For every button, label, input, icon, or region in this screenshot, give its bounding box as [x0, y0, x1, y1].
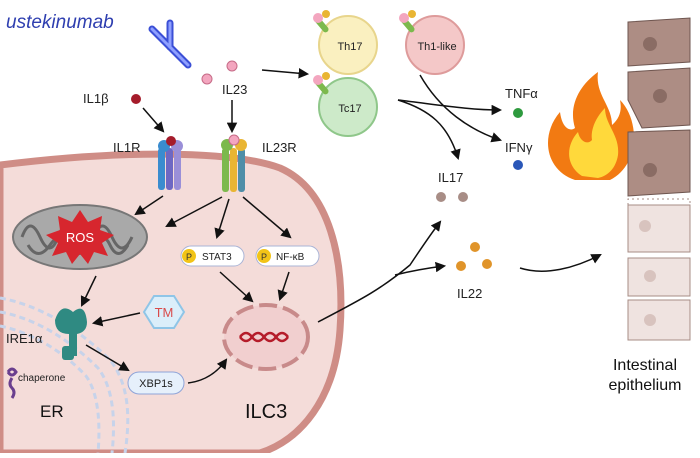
arrow-il23-tcells [261, 68, 310, 79]
chaperone-icon [6, 367, 18, 399]
ifng-label: IFNγ [505, 140, 533, 155]
stat3-pill: P STAT3 [180, 245, 245, 267]
th1like-cell: Th1-like [399, 10, 465, 75]
arrow-nucleus-il17 [317, 220, 442, 323]
il22-dot [456, 261, 466, 271]
il1b-dot [131, 94, 141, 104]
arrow-ros-ire1a [80, 275, 97, 307]
il23r-receptor [221, 134, 247, 192]
tm-hexagon: TM [142, 295, 186, 329]
arrow-nfkb-nucleus [277, 271, 290, 301]
il17-dot [436, 192, 446, 202]
nucleus [222, 303, 310, 371]
chaperone-label: chaperone [18, 373, 66, 384]
arrow-xbp1s-nucleus [187, 358, 228, 384]
il17-dot [458, 192, 468, 202]
arrow-il23r-stat3 [214, 198, 230, 240]
il22-label: IL22 [457, 286, 482, 301]
il22-dot [470, 242, 480, 252]
ros-burst [46, 210, 114, 264]
arrow-ire1a-xbp1s [85, 344, 130, 372]
xbp1s-label: XBP1s [139, 378, 173, 390]
arrow-il1b-il1r [142, 107, 165, 133]
th17-label: Th17 [337, 41, 362, 53]
stat3-label: STAT3 [202, 252, 232, 263]
antibody-icon [148, 19, 192, 69]
ifng-dot [513, 160, 523, 170]
tnfa-dot [513, 108, 523, 118]
il1r-label: IL1R [113, 140, 140, 155]
arrow-nucleus-il22 [394, 261, 447, 276]
il23-label: IL23 [222, 82, 247, 97]
arrow-stat3-nucleus [219, 271, 254, 303]
th1like-label: Th1-like [417, 41, 456, 53]
arrow-tcells-il17 [397, 99, 461, 161]
arrow-tm-ire1a [91, 312, 141, 327]
epithelium-column [627, 17, 691, 341]
arrow-tcells-tnfa [397, 99, 503, 116]
arrow-cytokines-epithelium [519, 254, 602, 272]
nfkb-label: NF-κB [276, 252, 305, 263]
phospho-label: P [261, 252, 267, 262]
ire1a-label: IRE1α [6, 331, 43, 346]
epithelium-label-line2: epithelium [609, 377, 682, 394]
drug-label: ustekinumab [6, 12, 114, 33]
il17-label: IL17 [438, 170, 463, 185]
phospho-label: P [186, 252, 192, 262]
arrow-il23r-mito [165, 196, 223, 227]
ilc3-label: ILC3 [245, 401, 287, 423]
arrow-il1r-mito [134, 195, 164, 216]
er-membrane [0, 296, 130, 454]
arrow-tcells-ifng [419, 74, 502, 143]
il1r-receptor [158, 136, 183, 190]
tnfa-label: TNFα [505, 86, 538, 101]
ire1a-protein [55, 308, 87, 360]
inflammation-fire-icon [548, 72, 634, 180]
il22-dot [482, 259, 492, 269]
epithelium-label-line1: Intestinal [613, 357, 677, 374]
xbp1s-pill: XBP1s [127, 371, 185, 395]
nfkb-pill: P NF-κB [255, 245, 320, 267]
arrow-il23r-nfkb [242, 196, 292, 239]
tc17-label: Tc17 [338, 103, 361, 115]
il1b-label: IL1β [83, 91, 109, 106]
il23r-label: IL23R [262, 140, 297, 155]
ros-label: ROS [66, 230, 95, 245]
il23-dot [201, 73, 213, 85]
tc17-cell: Tc17 [313, 72, 378, 137]
il23-dot [226, 60, 238, 72]
th17-cell: Th17 [313, 10, 378, 75]
er-label: ER [40, 402, 64, 421]
tm-label: TM [155, 305, 174, 320]
